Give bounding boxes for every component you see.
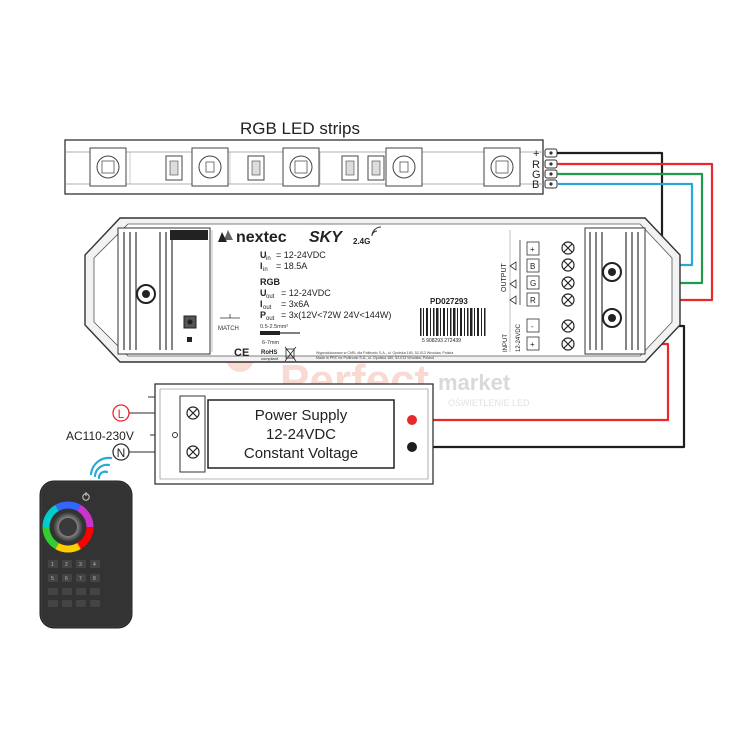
spec-output-power: P out = 3x(12V<72W 24V<144W): [260, 310, 391, 322]
nextec-logo-icon: [218, 230, 233, 242]
brand-name: nextec: [236, 229, 287, 246]
input-terminal-minus: -: [531, 322, 534, 331]
watermark-suffix: market: [438, 370, 511, 395]
output-label: OUTPUT: [501, 263, 508, 293]
input-voltage-label: 12-24VDC: [516, 323, 522, 352]
svg-text:P: P: [260, 310, 266, 320]
psu-line-1: Power Supply: [255, 407, 348, 424]
psu-ac-terminals[interactable]: [186, 406, 200, 459]
strip-length-label: 6-7mm: [262, 340, 280, 346]
neutral-icon: [112, 443, 130, 461]
led-chip: [89, 147, 127, 187]
psu-line-2: 12-24VDC: [266, 426, 336, 443]
svg-text:U: U: [260, 288, 267, 298]
psu-negative-terminal[interactable]: [407, 442, 417, 452]
output-terminal-r: R: [530, 296, 536, 305]
left-heatsink: [117, 227, 211, 355]
screw-terminals[interactable]: [561, 241, 575, 351]
strip-pin-plus: +: [533, 148, 539, 160]
output-terminal-plus: +: [530, 245, 535, 254]
ac-input: L N AC110-230V: [66, 404, 178, 461]
led-chip: [385, 147, 423, 187]
manufacturer-line-1: Wyprodukowano w ChRL dla Politronic S.A.…: [316, 351, 453, 355]
strip-pin-g: G: [532, 169, 541, 181]
right-heatsink: [584, 227, 646, 355]
neutral-label: N: [117, 446, 126, 460]
wifi-icon: [371, 226, 382, 237]
svg-text:in: in: [263, 267, 268, 273]
weee-bin-icon: [284, 346, 297, 362]
svg-text:= 3x(12V<72W 24V<144W): = 3x(12V<72W 24V<144W): [281, 310, 391, 320]
spec-output-voltage: U out = 12-24VDC: [260, 288, 331, 300]
psu-line-3: Constant Voltage: [244, 445, 358, 462]
remote-key-3[interactable]: 3: [79, 562, 82, 568]
remote-key-7[interactable]: 7: [79, 576, 82, 582]
barcode: [420, 308, 486, 336]
output-terminal-b: B: [530, 262, 535, 271]
svg-text:= 12-24VDC: = 12-24VDC: [281, 288, 331, 298]
power-supply: Power Supply 12-24VDC Constant Voltage: [148, 383, 434, 485]
strip-pads: [544, 148, 558, 189]
svg-text:= 12-24VDC: = 12-24VDC: [276, 250, 326, 260]
led-strip: + R G B: [64, 139, 558, 195]
svg-text:in: in: [266, 256, 271, 262]
spec-rgb-heading: RGB: [260, 277, 281, 287]
band-label: 2.4G: [353, 237, 370, 246]
remote-keypad[interactable]: 1 2 3 4 5 6 7 8: [48, 560, 100, 607]
resistor: [341, 155, 359, 181]
model-name: SKY: [309, 229, 343, 246]
spec-output-current: I out = 3x6A: [260, 299, 309, 311]
svg-text:U: U: [260, 250, 267, 260]
rohs-mark: RoHS: [261, 350, 277, 356]
resistor: [247, 155, 265, 181]
svg-text:= 3x6A: = 3x6A: [281, 299, 309, 309]
led-chip: [282, 147, 320, 187]
led-chip: [191, 147, 229, 187]
wire-size-label: 0.5-2.5mm²: [260, 324, 288, 330]
output-terminal-labels: + B G R: [526, 241, 540, 307]
remote-key-8[interactable]: 8: [93, 576, 96, 582]
spec-input-voltage: U in = 12-24VDC: [260, 250, 326, 262]
resistor: [367, 155, 385, 181]
ac-voltage-label: AC110-230V: [66, 429, 134, 443]
remote-key-6[interactable]: 6: [65, 576, 68, 582]
svg-text:= 18.5A: = 18.5A: [276, 261, 307, 271]
match-label: MATCH: [218, 326, 239, 332]
output-terminal-g: G: [530, 279, 536, 288]
svg-text:out: out: [263, 305, 272, 311]
part-number: PD027293: [430, 297, 468, 306]
live-icon: [112, 404, 130, 422]
input-terminal-plus: +: [530, 340, 535, 349]
power-icon[interactable]: [82, 492, 90, 501]
output-led-symbols: [509, 240, 521, 305]
strip-pin-b: B: [532, 179, 539, 191]
svg-text:I: I: [260, 299, 263, 309]
resistor: [165, 155, 183, 181]
remote-key-4[interactable]: 4: [93, 562, 96, 568]
svg-text:out: out: [266, 294, 275, 300]
psu-positive-terminal[interactable]: [407, 415, 417, 425]
strip-title: RGB LED strips: [240, 119, 360, 138]
rohs-sub: compliant: [261, 356, 279, 361]
barcode-number: 5 908293 272439: [422, 338, 461, 344]
manufacturer-line-2: Made in PRC for Politronic S.A., ul. Opo…: [316, 356, 434, 360]
watermark-tagline: OŚWIETLENIE LED: [448, 397, 530, 408]
remote: 1 2 3 4 5 6 7 8: [38, 456, 133, 629]
led-chip: [483, 147, 521, 187]
controller: MATCH nextec SKY 2.4G U in = 12-24VDC I …: [84, 217, 681, 363]
remote-key-1[interactable]: 1: [51, 562, 54, 568]
ce-mark: CE: [234, 347, 249, 359]
live-label: L: [118, 407, 125, 421]
spec-input-current: I in = 18.5A: [260, 261, 307, 273]
color-wheel[interactable]: [38, 497, 98, 557]
strip-pin-r: R: [532, 159, 540, 171]
wireless-signal-icon: [89, 456, 113, 480]
input-terminal-labels: - +: [526, 318, 540, 351]
input-label: INPUT: [503, 334, 509, 352]
remote-key-5[interactable]: 5: [51, 576, 54, 582]
remote-key-2[interactable]: 2: [65, 562, 68, 568]
svg-text:out: out: [266, 316, 275, 322]
svg-text:I: I: [260, 261, 263, 271]
